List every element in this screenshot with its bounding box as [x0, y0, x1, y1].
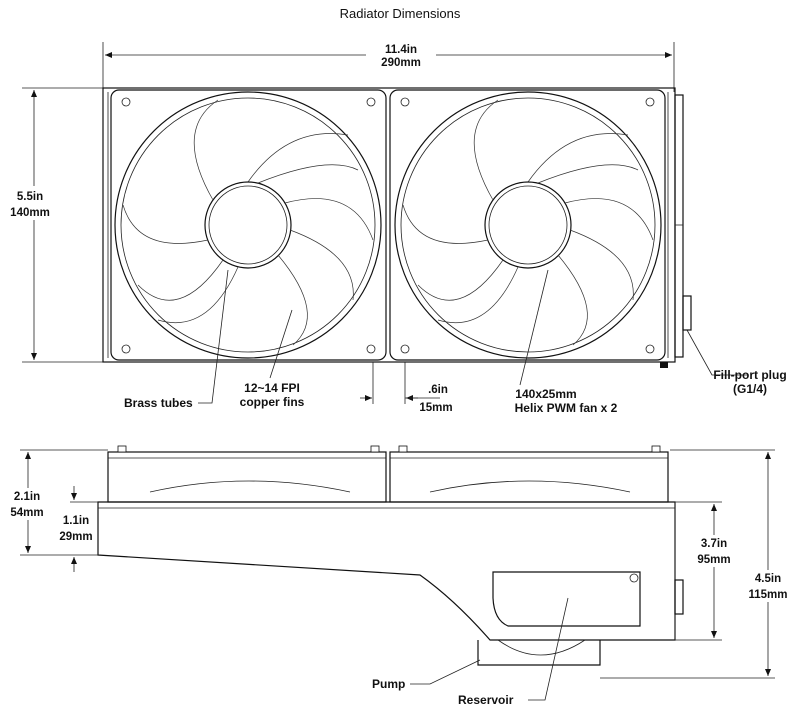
reservoir-leader — [528, 597, 569, 701]
copper-fins-label-line1: 12~14 FPI — [244, 381, 300, 395]
d3-mm: 95mm — [697, 554, 730, 566]
reservoir-window — [492, 571, 641, 627]
d1-mm: 54mm — [10, 507, 43, 519]
end-tank — [674, 94, 684, 358]
pump-leader — [410, 659, 481, 685]
fill-port-leader — [686, 329, 748, 376]
height-inches: 5.5in — [17, 191, 43, 203]
pump-label: Pump — [372, 677, 405, 691]
fan-leader — [519, 269, 549, 386]
top-view: 11.4in 290mm 5.5in 140mm — [4, 42, 787, 415]
fill-port-label-line1: Fill-port plug — [713, 368, 786, 382]
d4-mm: 115mm — [748, 589, 787, 601]
side-fan-1 — [107, 451, 387, 503]
diagram-title: Radiator Dimensions — [340, 6, 461, 21]
brass-tubes-leader — [198, 269, 229, 404]
height-mm: 140mm — [10, 207, 50, 219]
d2-mm: 29mm — [59, 531, 92, 543]
fan-2 — [389, 89, 666, 361]
width-mm: 290mm — [381, 57, 421, 69]
side-fill-port-plug — [674, 579, 684, 615]
reservoir-label: Reservoir — [458, 693, 514, 707]
d2-inches: 1.1in — [63, 515, 89, 527]
d4-inches: 4.5in — [755, 573, 781, 585]
copper-fins-label-line2: copper fins — [240, 395, 305, 409]
radiator-body-side — [97, 501, 676, 641]
copper-fins-leader — [269, 309, 293, 379]
gap-inches: .6in — [428, 384, 448, 396]
fill-port-plug — [682, 295, 692, 331]
pump — [477, 640, 601, 666]
fan-1 — [110, 89, 387, 361]
fill-port-label-line2: (G1/4) — [733, 382, 767, 396]
fan-label-line2: Helix PWM fan x 2 — [515, 401, 618, 415]
width-inches: 11.4in — [385, 44, 417, 56]
brass-tubes-label: Brass tubes — [124, 396, 193, 410]
gap-mm: 15mm — [419, 402, 452, 414]
side-view: 2.1in 54mm 1.1in 29mm 3.7in 95mm 4.5in 1… — [4, 445, 794, 707]
d1-inches: 2.1in — [14, 491, 40, 503]
side-fan-2 — [389, 451, 669, 503]
d3-inches: 3.7in — [701, 538, 727, 550]
fan-label-line1: 140x25mm — [515, 387, 576, 401]
